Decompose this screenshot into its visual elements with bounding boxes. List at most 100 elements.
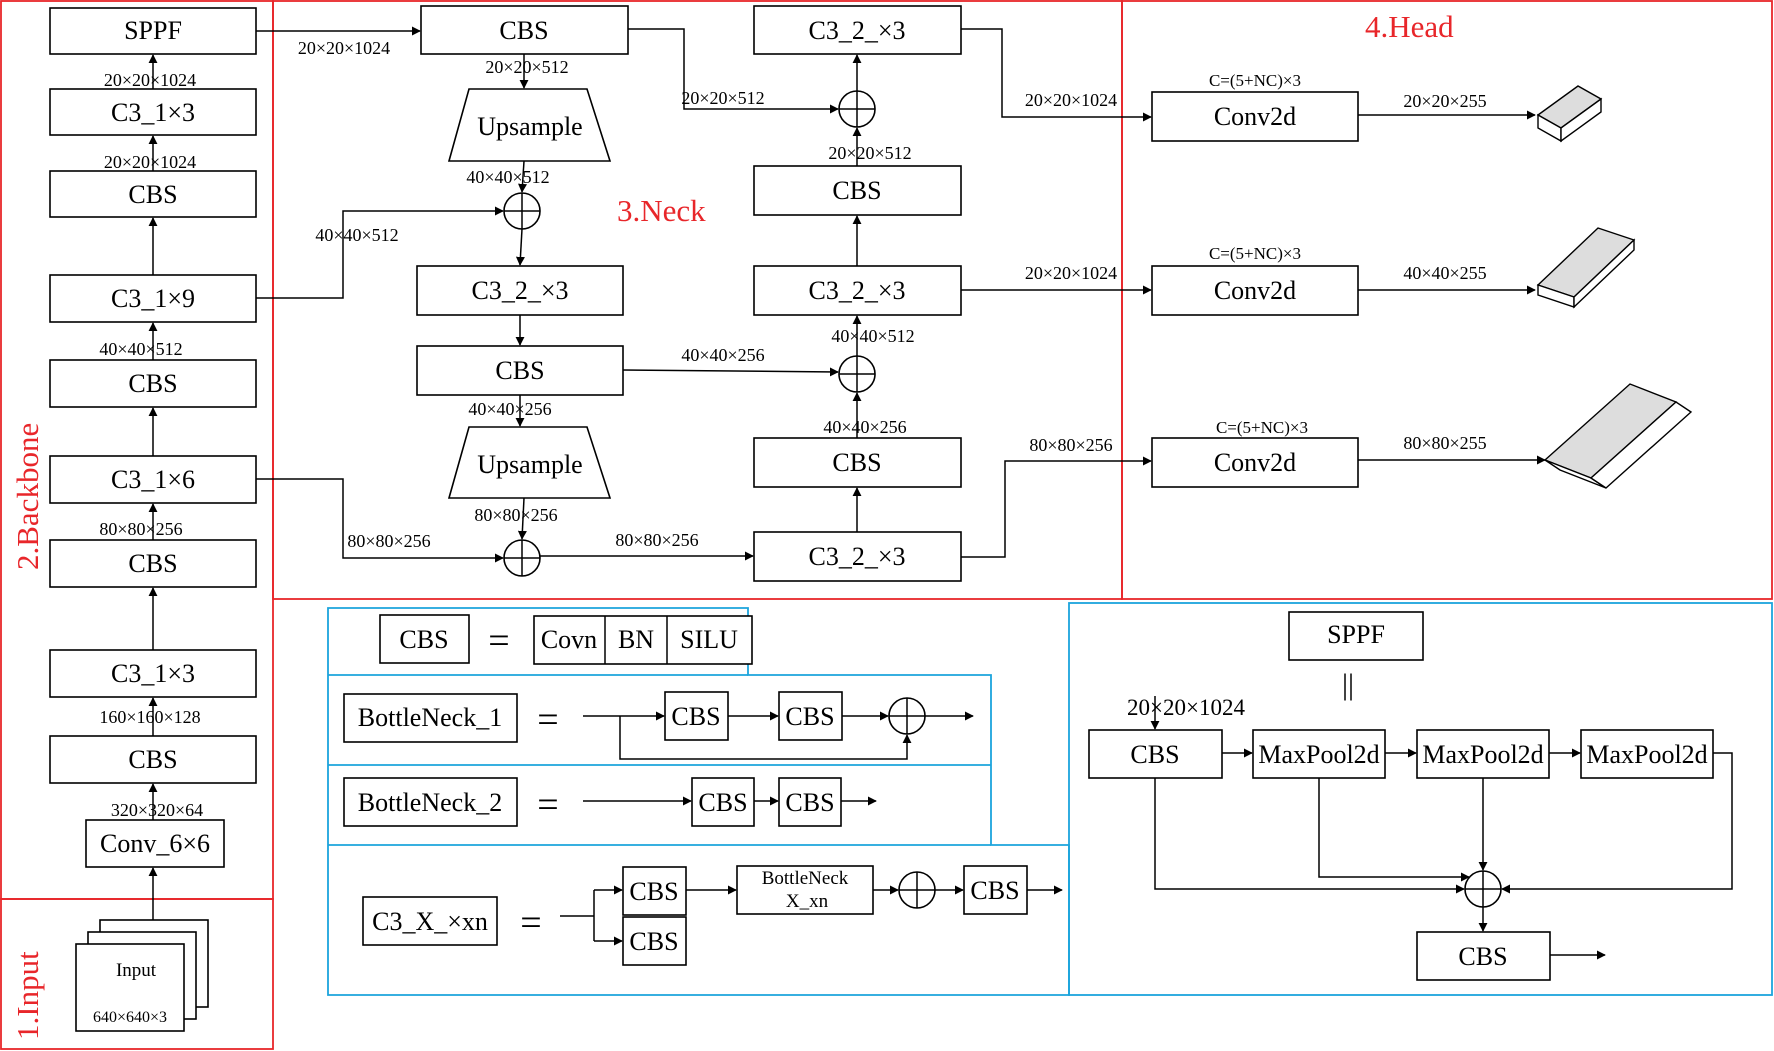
sppf-title-label: SPPF <box>1327 620 1385 649</box>
neck-c3-mid-label: C3_2_×3 <box>808 276 905 305</box>
input-sheet-front <box>75 943 185 1032</box>
legend-equals: = <box>520 902 541 944</box>
sppf-maxpool-1-box <box>1252 729 1386 779</box>
neck-cbs-top-box <box>420 5 629 55</box>
dim-label: 80×80×255 <box>1403 433 1486 453</box>
add-node <box>898 871 936 909</box>
output-tensor-small <box>1536 85 1603 143</box>
dim-label: 20×20×1024 <box>298 38 390 58</box>
add-node <box>888 697 926 735</box>
dim-label: 80×80×256 <box>615 530 698 550</box>
neck-cbs-right-1-label: CBS <box>832 176 881 205</box>
legend-cbs-box <box>379 614 470 664</box>
legend-bn-label: BN <box>618 625 654 654</box>
add-node <box>838 90 876 128</box>
dim-label: 80×80×256 <box>1029 435 1112 455</box>
sppf-concat-arrow <box>1318 778 1470 882</box>
head-channels-label: C=(5+NC)×3 <box>1209 71 1301 90</box>
neck-c3-left-box <box>416 265 624 316</box>
add-node <box>503 192 541 230</box>
neck-c3-mid-box <box>753 265 962 316</box>
sppf-input-dim: 20×20×1024 <box>1127 695 1245 720</box>
dim-label: 320×320×64 <box>111 800 203 820</box>
head-conv2d-3-box <box>1151 437 1359 488</box>
legend-bottleneck-1-box <box>343 693 518 743</box>
dim-label: 40×40×256 <box>468 399 551 419</box>
neck-c3-top-box <box>753 5 962 55</box>
head-channels-label: C=(5+NC)×3 <box>1216 418 1308 437</box>
output-tensor-large <box>1543 383 1693 489</box>
backbone-conv-6x6-label: Conv_6×6 <box>100 829 210 858</box>
dim-label: 20×20×255 <box>1403 91 1486 111</box>
sppf-title-box <box>1288 611 1424 661</box>
neck-upsample-2 <box>447 426 612 499</box>
head-frame <box>1121 0 1773 600</box>
neck-c3-left-label: C3_2_×3 <box>471 276 568 305</box>
sppf-maxpool-3-box <box>1580 729 1714 779</box>
dim-label: 20×20×1024 <box>1025 90 1117 110</box>
neck-cbs-top-label: CBS <box>499 16 548 45</box>
backbone-column: SPPF C3_1×3 CBS C3_1×9 CBS C3_1×6 CBS C3… <box>49 7 257 1032</box>
neck-upsample-1-label: Upsample <box>477 112 582 141</box>
add-node <box>1464 870 1502 908</box>
arrow-add-to-c3-left <box>515 228 525 266</box>
dim-label: 40×40×512 <box>466 167 549 187</box>
legend-cbs-box <box>622 866 687 916</box>
neck-cbs-mid-box <box>416 345 624 396</box>
sppf-maxpool-label: MaxPool2d <box>1586 740 1707 769</box>
legend-bottleneck-2-box <box>343 777 518 827</box>
legend-cbs-label: CBS <box>671 702 720 731</box>
neck-cbs-right-2-label: CBS <box>832 448 881 477</box>
legend-cbs-box <box>622 916 687 966</box>
backbone-cbs-3-label: CBS <box>128 549 177 578</box>
sppf-cbs-label: CBS <box>1130 740 1179 769</box>
legend-c3-x-box <box>362 896 498 946</box>
dim-label: 40×40×256 <box>681 345 764 365</box>
dim-label: 80×80×256 <box>474 505 557 525</box>
section-head-label: 4.Head <box>1365 9 1454 44</box>
input-size-label: 640×640×3 <box>93 1009 167 1026</box>
legend-bottleneck-x-line2: X_xn <box>786 891 829 912</box>
sppf-frame <box>1068 602 1773 996</box>
backbone-c3-1x3-top-label: C3_1×3 <box>111 98 195 127</box>
head-network: Conv2d C=(5+NC)×3 Conv2d C=(5+NC)×3 Conv… <box>961 28 1693 558</box>
legend-equals: = <box>537 699 558 741</box>
arrow-c3x6-to-add <box>256 478 504 563</box>
backbone-cbs-2-box <box>49 359 257 408</box>
legend-panel: CBS = Covn BN SILU BottleNeck_1 = CBS CB… <box>327 607 1070 996</box>
dim-label: 20×20×1024 <box>104 152 196 172</box>
add-node <box>838 355 876 393</box>
add-node <box>503 539 541 577</box>
legend-cbs-label: CBS <box>698 788 747 817</box>
sppf-output-cbs-box <box>1416 931 1551 981</box>
head-channels-label: C=(5+NC)×3 <box>1209 244 1301 263</box>
legend-equals: = <box>488 620 509 662</box>
neck-network: CBS Upsample C3_2_×3 CBS Upsample C3_2_×… <box>256 5 962 582</box>
legend-cbs-label: CBS <box>785 702 834 731</box>
legend-bottleneck-1-label: BottleNeck_1 <box>358 703 502 732</box>
legend-covn-label: Covn <box>541 625 597 654</box>
head-conv2d-1-label: Conv2d <box>1214 102 1296 131</box>
neck-cbs-mid-label: CBS <box>495 356 544 385</box>
legend-cbs-parts-box <box>533 615 753 665</box>
sppf-maxpool-label: MaxPool2d <box>1258 740 1379 769</box>
dim-label: 40×40×256 <box>823 417 906 437</box>
legend-cbs-box <box>664 691 729 741</box>
dim-label: 40×40×512 <box>99 339 182 359</box>
sppf-equals: || <box>1342 668 1354 701</box>
arrow-c3-bottom-to-head <box>961 456 1152 558</box>
head-conv2d-2-label: Conv2d <box>1214 276 1296 305</box>
head-conv2d-2-box <box>1151 265 1359 316</box>
legend-bottleneck-2-label: BottleNeck_2 <box>358 788 502 817</box>
legend-cbs-label: CBS <box>629 877 678 906</box>
backbone-cbs-4-box <box>49 735 257 784</box>
backbone-c3-1x3-bottom-box <box>49 649 257 698</box>
dim-label: 20×20×512 <box>828 143 911 163</box>
section-input-label: 1.Input <box>10 951 45 1040</box>
dim-label: 160×160×128 <box>99 707 200 727</box>
neck-c3-bottom-label: C3_2_×3 <box>808 542 905 571</box>
input-label: Input <box>116 960 157 981</box>
dim-label: 20×20×512 <box>681 88 764 108</box>
legend-equals: = <box>537 784 558 826</box>
